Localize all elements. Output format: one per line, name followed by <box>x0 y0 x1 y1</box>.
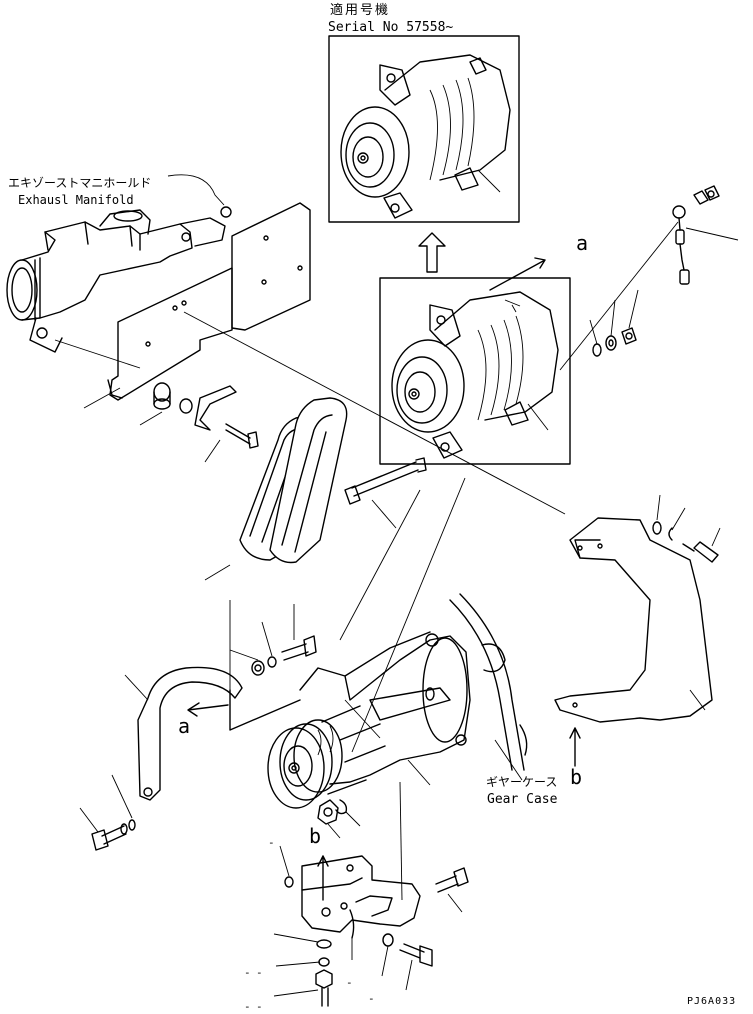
callout-dash-3: - <box>244 1000 251 1013</box>
long-mounting-bolt <box>344 457 427 529</box>
inset-leader-line-2 <box>339 489 421 641</box>
inset-leader-line <box>351 477 466 753</box>
support-stay-bracket <box>554 494 721 723</box>
upgrade-arrow <box>418 232 446 273</box>
alternator-variant-inset <box>328 35 520 223</box>
alternator-bracket-assembly <box>229 631 471 786</box>
reference-mark-b-right: b <box>570 765 582 789</box>
callout-dash-6: - <box>368 992 375 1005</box>
lower-mounting-bracket <box>301 781 421 960</box>
callout-dash-1: - <box>244 966 251 979</box>
lower-alternator-pulley <box>267 705 386 809</box>
gear-case-label-jp: ギヤーケース <box>486 775 557 789</box>
exhaust-manifold-label-en: Exhausl Manifold <box>18 193 134 207</box>
exhaust-manifold <box>6 174 232 353</box>
lower-nuts-washers <box>317 799 361 839</box>
manifold-bracket-plate <box>54 202 566 515</box>
reference-mark-a-lower: a <box>178 714 190 738</box>
assembly-leader-lines <box>229 600 381 739</box>
callout-dash-2: - <box>256 966 263 979</box>
reference-arrow-b-right <box>569 727 581 767</box>
adjusting-arm-bolt <box>79 774 136 851</box>
exhaust-manifold-label-jp: エキゾーストマニホールド <box>8 176 151 190</box>
v-belts <box>204 397 348 581</box>
callout-dash-4: - <box>256 1000 263 1013</box>
wire-harness <box>672 185 739 285</box>
serial-applicability-label-jp: 適用号機 <box>330 2 390 18</box>
gear-case-outline <box>449 593 528 781</box>
serial-number-label: Serial No 57558~ <box>328 20 453 35</box>
reference-mark-a-upper: a <box>576 231 588 255</box>
leader-line-wire-bolt <box>559 221 679 371</box>
spacer-and-clip <box>139 382 259 463</box>
reference-arrow-a-upper <box>489 257 546 291</box>
alternator-standard-inset <box>379 277 571 465</box>
adjusting-arm <box>124 666 243 801</box>
gear-case-label-en: Gear Case <box>487 792 558 807</box>
drawing-number: PJ6A033 <box>687 996 736 1007</box>
bottom-hardware <box>273 845 469 1007</box>
lower-bolt-cluster <box>229 604 317 676</box>
reference-mark-b-left: b <box>309 824 321 848</box>
callout-dash-5: - <box>346 976 353 989</box>
callout-dash-7: - <box>268 836 275 849</box>
terminal-hardware <box>589 289 639 357</box>
